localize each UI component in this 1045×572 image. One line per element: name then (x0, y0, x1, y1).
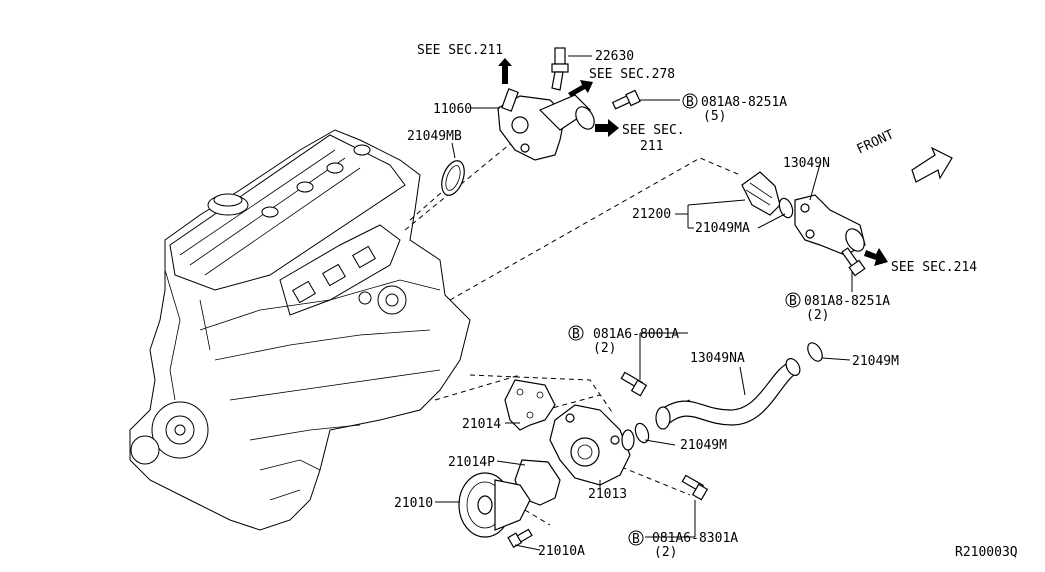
label-front: FRONT (855, 127, 897, 157)
label-21014: 21014 (462, 417, 501, 432)
bolt-symbol-mid: B (568, 325, 584, 342)
label-21049MB: 21049MB (407, 129, 462, 144)
gasket-21049M-right (807, 342, 823, 362)
label-22630: 22630 (595, 49, 634, 64)
pump-housing-21013 (549, 404, 635, 486)
water-pump-21010 (458, 472, 531, 538)
label-21010: 21010 (394, 496, 433, 511)
bolt-21010A (507, 528, 533, 549)
thermostat-21200 (741, 171, 781, 216)
label-bolt-mid-code: 081A6-8001A (593, 327, 679, 342)
dashed-assembly-lines (404, 139, 741, 526)
label-see-sec-278: SEE SEC.278 (589, 67, 675, 82)
hose-13049NA (655, 358, 801, 430)
arrow-see-sec-211-right (595, 119, 619, 137)
svg-text:B: B (632, 532, 640, 547)
label-21010A: 21010A (538, 544, 585, 559)
diagram-id: R210003Q (955, 545, 1018, 560)
front-arrow (911, 146, 953, 183)
label-bolt-bottom-qty: (2) (654, 545, 677, 560)
label-see-sec-211-top: SEE SEC.211 (417, 43, 503, 58)
leader-lines (435, 55, 853, 551)
arrow-see-sec-211-top (498, 58, 512, 84)
label-21200: 21200 (632, 207, 671, 222)
label-21014P: 21014P (448, 455, 495, 470)
label-13049NA: 13049NA (690, 351, 745, 366)
label-see-sec-211-right-2: 211 (640, 139, 663, 154)
svg-text:B: B (686, 95, 694, 110)
svg-text:B: B (789, 294, 797, 309)
engine-assembly (129, 129, 471, 531)
bolt-symbol-top: B (682, 93, 698, 110)
arrow-see-sec-214 (864, 248, 888, 266)
label-bolt-mid-qty: (2) (593, 341, 616, 356)
label-see-sec-211-right-1: SEE SEC. (622, 123, 685, 138)
gasket-21049MB (441, 160, 465, 196)
label-21013: 21013 (588, 487, 627, 502)
label-see-sec-214: SEE SEC.214 (891, 260, 977, 275)
gasket-21049M-mid (634, 422, 650, 444)
label-21049M-mid: 21049M (680, 438, 727, 453)
gasket-21014 (504, 379, 556, 431)
label-bolt-top-code: 081A8-8251A (701, 95, 787, 110)
label-21049M-right: 21049M (852, 354, 899, 369)
label-bolt-top-qty: (5) (703, 109, 726, 124)
label-bolt-right-code: 081A8-8251A (804, 294, 890, 309)
bolt-symbol-right: B (785, 292, 801, 309)
svg-text:B: B (572, 327, 580, 342)
bolt-right (841, 247, 866, 277)
label-21049MA: 21049MA (695, 221, 750, 236)
bolt-mid (620, 371, 648, 397)
bolt-top (611, 89, 641, 110)
label-bolt-bottom-code: 081A6-8301A (652, 531, 738, 546)
bolt-symbol-bottom: B (628, 530, 644, 547)
water-outlet-11060 (497, 88, 595, 161)
arrow-see-sec-278 (568, 80, 593, 97)
gasket-21049MA (778, 197, 794, 219)
label-bolt-right-qty: (2) (806, 308, 829, 323)
bolt-bottom (681, 474, 709, 501)
sensor-22630 (551, 47, 569, 91)
label-13049N: 13049N (783, 156, 830, 171)
thermostat-housing-13049N (794, 194, 866, 256)
label-11060: 11060 (433, 102, 472, 117)
